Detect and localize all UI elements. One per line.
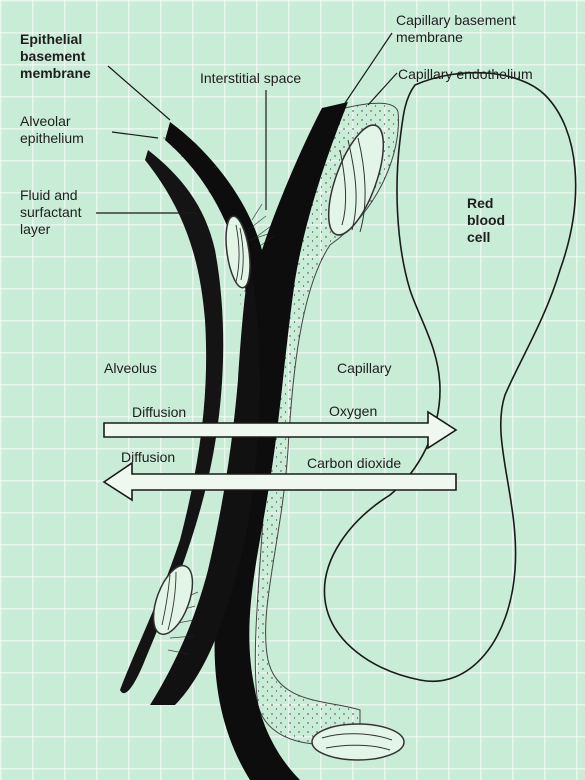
label-diffusion-oxygen: Diffusion <box>132 404 186 421</box>
label-line: Fluid and <box>20 187 81 204</box>
label-capillary: Capillary <box>337 360 391 377</box>
label-line: layer <box>20 221 81 238</box>
label-oxygen: Oxygen <box>329 403 377 420</box>
label-line: Alveolar <box>20 113 84 130</box>
label-line: basement <box>20 48 91 65</box>
label-red-blood-cell: Red blood cell <box>467 195 505 246</box>
label-carbon-dioxide: Carbon dioxide <box>307 455 401 472</box>
label-line: membrane <box>20 65 91 82</box>
label-diffusion-co2: Diffusion <box>121 449 175 466</box>
label-line: membrane <box>396 29 516 46</box>
label-line: Epithelial <box>20 31 91 48</box>
label-line: Red <box>467 195 505 212</box>
label-line: surfactant <box>20 204 81 221</box>
label-capillary-basement-membrane: Capillary basement membrane <box>396 12 516 46</box>
label-line: Capillary basement <box>396 12 516 29</box>
label-line: cell <box>467 229 505 246</box>
label-fluid-surfactant-layer: Fluid and surfactant layer <box>20 187 81 238</box>
label-line: blood <box>467 212 505 229</box>
label-interstitial-space: Interstitial space <box>200 70 301 87</box>
label-alveolar-epithelium: Alveolar epithelium <box>20 113 84 147</box>
label-capillary-endothelium: Capillary endothelium <box>398 66 533 83</box>
endothelial-nucleus-bottom <box>312 724 404 760</box>
label-epithelial-basement-membrane: Epithelial basement membrane <box>20 31 91 82</box>
label-line: epithelium <box>20 130 84 147</box>
label-alveolus: Alveolus <box>104 360 157 377</box>
